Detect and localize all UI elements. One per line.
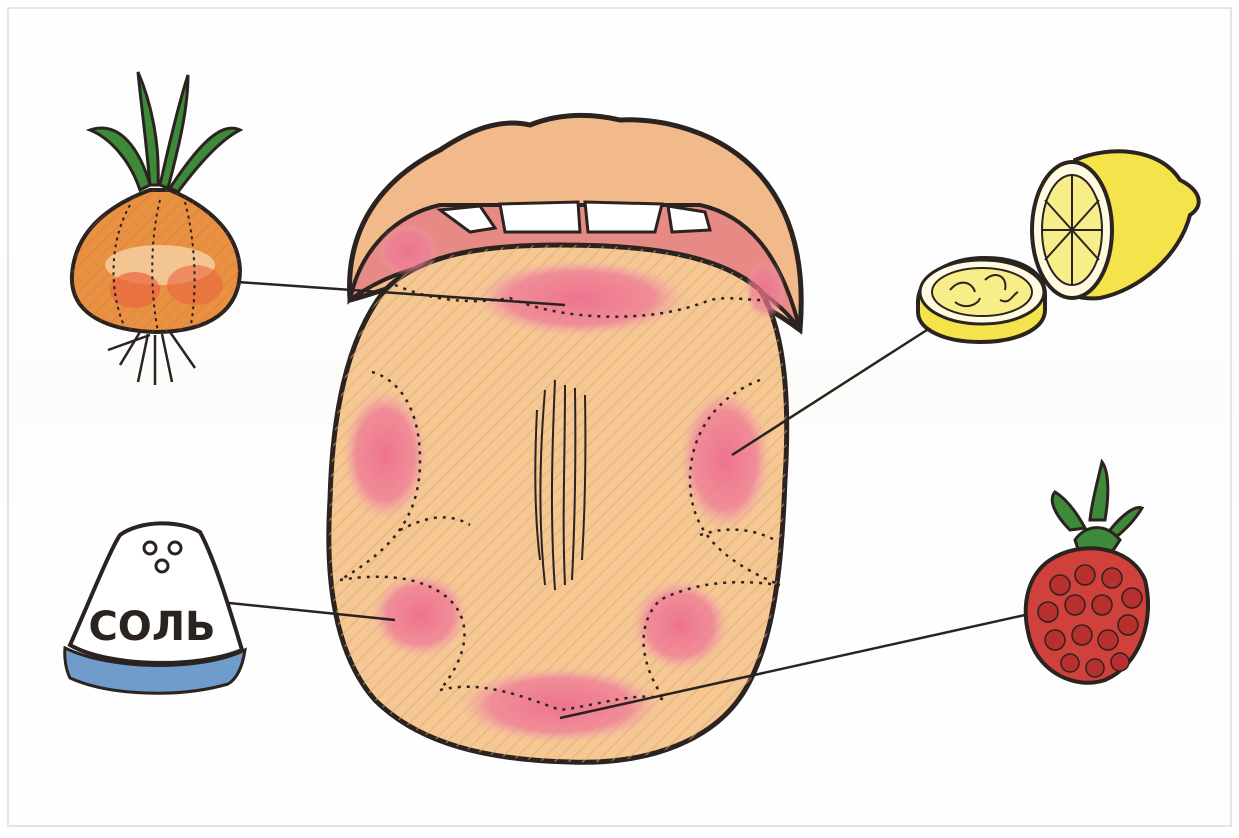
bitter-zone: [475, 260, 685, 336]
sour-zone-left: [343, 390, 427, 520]
salty-zone-right: [632, 580, 728, 670]
salty-zone-left: [372, 573, 468, 657]
tooth: [500, 202, 580, 232]
tooth: [585, 202, 662, 232]
lip-corner-right: [745, 260, 785, 320]
sweet-zone: [460, 667, 660, 743]
sour-zone-right: [680, 390, 770, 530]
lip-corner-left: [378, 224, 438, 276]
salt-label: СОЛЬ: [88, 604, 215, 650]
